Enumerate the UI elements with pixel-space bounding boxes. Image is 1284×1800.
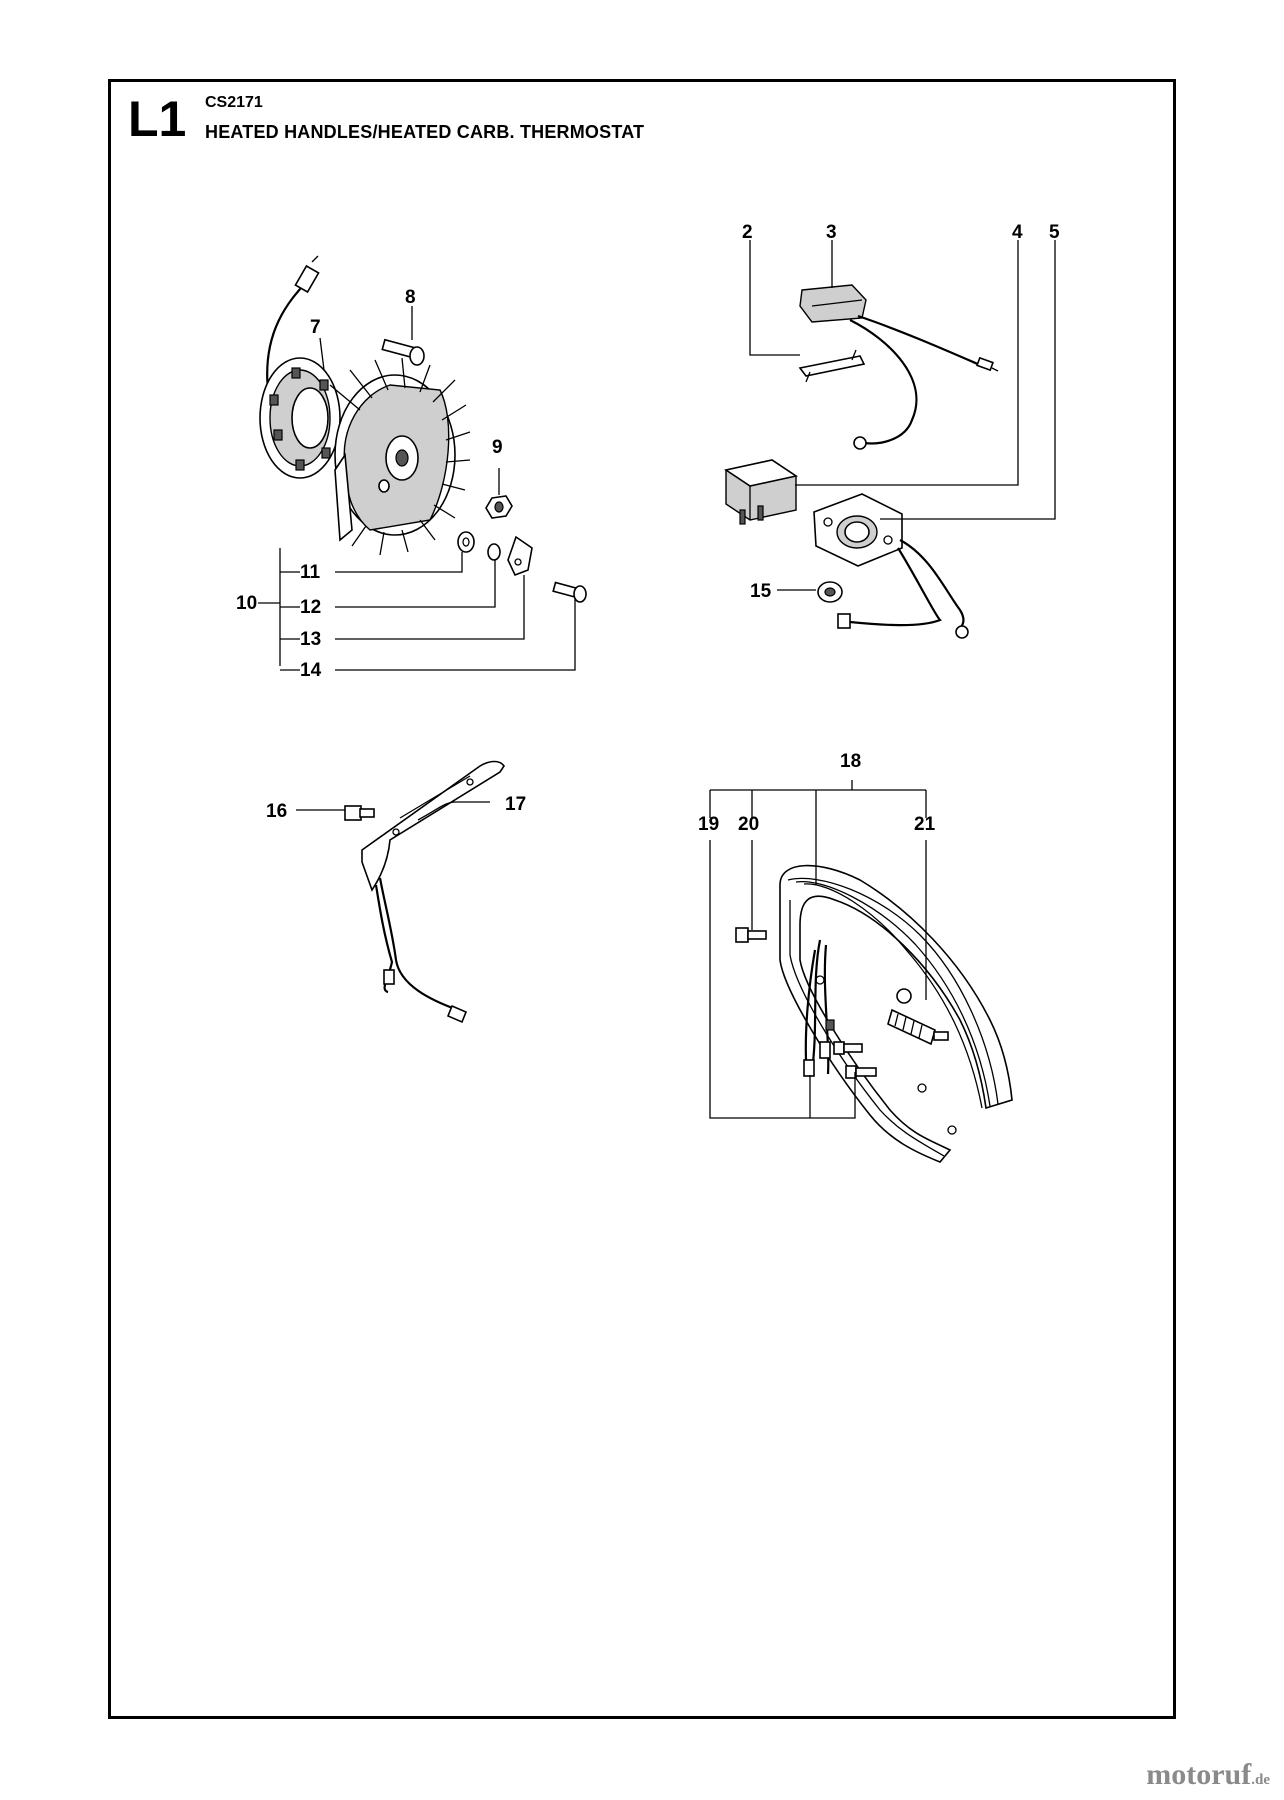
callout-5: 5 xyxy=(1049,222,1060,243)
handle-heater-assembly: 16 17 xyxy=(266,760,526,1024)
screw-19-part xyxy=(833,1041,877,1079)
callout-16: 16 xyxy=(266,801,287,822)
thermostat-assembly: 2 3 4 5 15 xyxy=(723,222,1060,639)
page-title: HEATED HANDLES/HEATED CARB. THERMOSTAT xyxy=(205,122,645,142)
switch-4-part xyxy=(723,459,799,525)
callout-17: 17 xyxy=(505,794,526,815)
diagram-frame xyxy=(108,79,1176,1719)
watermark-tld: .de xyxy=(1251,1772,1270,1788)
callout-9: 9 xyxy=(492,437,503,458)
screw-16-part xyxy=(344,805,375,821)
bracket-2-part xyxy=(798,349,866,383)
callout-3: 3 xyxy=(826,222,837,243)
callout-19: 19 xyxy=(698,814,719,835)
watermark-name: motoruf xyxy=(1146,1758,1252,1791)
heating-element-17-part xyxy=(361,760,505,1024)
washer-11-part xyxy=(457,531,475,553)
callout-21: 21 xyxy=(914,814,936,835)
watermark-logo: motoruf.de xyxy=(1146,1758,1270,1792)
callout-2: 2 xyxy=(742,222,753,243)
callout-14: 14 xyxy=(300,660,322,681)
stator-coil-part xyxy=(259,255,341,479)
grommet-15-part xyxy=(817,581,843,603)
screw-14-part xyxy=(552,581,587,603)
plate-13-part xyxy=(507,535,533,577)
front-handle-assembly: 18 19 20 21 xyxy=(698,751,1013,1163)
thermostat-3-part xyxy=(799,284,999,450)
callout-4: 4 xyxy=(1012,222,1023,243)
callout-20: 20 xyxy=(738,814,759,835)
model-number: CS2171 xyxy=(205,94,263,111)
callout-8: 8 xyxy=(405,287,416,308)
callout-7: 7 xyxy=(310,317,321,338)
flywheel-fan-part xyxy=(329,357,471,556)
nut-9-part xyxy=(485,495,513,519)
callout-15: 15 xyxy=(750,581,772,602)
callout-12: 12 xyxy=(300,597,321,618)
callout-11: 11 xyxy=(300,562,321,583)
sheet-code: L1 xyxy=(128,91,187,147)
callout-13: 13 xyxy=(300,629,321,650)
callout-10: 10 xyxy=(236,593,257,614)
generator-assembly: 7 8 9 10 11 12 13 14 xyxy=(236,255,587,681)
front-handle-18-part xyxy=(779,864,1013,1163)
damper-21-part xyxy=(887,988,949,1046)
screw-8-part xyxy=(381,338,425,366)
washer-12-part xyxy=(487,543,501,561)
carb-heater-5-part xyxy=(813,493,969,639)
callout-18: 18 xyxy=(840,751,861,772)
screw-20-part xyxy=(735,927,767,943)
